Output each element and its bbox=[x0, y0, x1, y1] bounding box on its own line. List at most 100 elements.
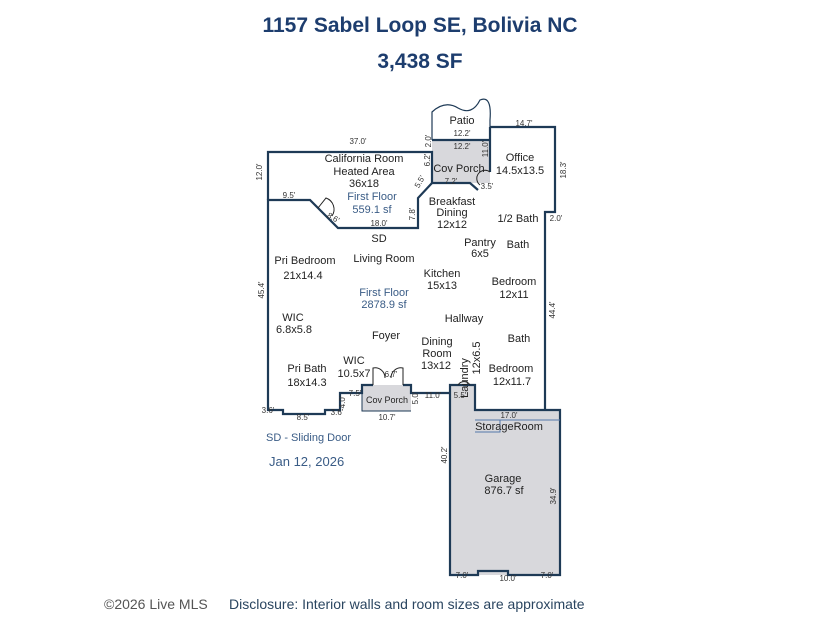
label-bedroom-2: Bedroom bbox=[489, 363, 534, 375]
label-laundry-size: 12x6.5 bbox=[471, 341, 483, 374]
label-first-floor-b: First Floor bbox=[359, 287, 409, 299]
label-patio: Patio bbox=[449, 115, 474, 127]
label-living-room: Living Room bbox=[353, 253, 414, 265]
dim: 2.0' bbox=[424, 134, 433, 147]
label-first-floor-a: First Floor bbox=[347, 191, 397, 203]
label-kitchen: Kitchen bbox=[424, 268, 461, 280]
label-hallway: Hallway bbox=[445, 313, 484, 325]
dim: 17.0' bbox=[500, 411, 518, 420]
dim: 6.7' bbox=[385, 370, 398, 379]
label-cov-porch-front: Cov Porch bbox=[366, 395, 408, 405]
dim: 3.6' bbox=[331, 408, 344, 417]
cov-porch-top-fill bbox=[432, 140, 490, 183]
label-laundry: Laundry bbox=[459, 358, 471, 398]
dimension-labels: 12.2' 12.2' 2.0' 14.7' 37.0' 6.2' 11.0' … bbox=[255, 119, 568, 583]
label-half-bath: 1/2 Bath bbox=[498, 213, 539, 225]
label-breakfast-dining: Dining bbox=[436, 207, 467, 219]
label-breakfast-size: 12x12 bbox=[437, 219, 467, 231]
label-wic-2: WIC bbox=[343, 355, 364, 367]
dim: 5.0' bbox=[411, 391, 420, 404]
dim: 18.0' bbox=[370, 219, 388, 228]
label-pri-bedroom: Pri Bedroom bbox=[274, 255, 335, 267]
plan-date: Jan 12, 2026 bbox=[269, 454, 344, 469]
label-sd: SD bbox=[371, 233, 386, 245]
label-bath-1: Bath bbox=[507, 239, 530, 251]
dim: 8.6' bbox=[326, 211, 342, 225]
label-bedroom-2-size: 12x11.7 bbox=[493, 376, 531, 388]
dim: 7.0' bbox=[541, 571, 554, 580]
label-heated-area: Heated Area bbox=[333, 166, 395, 178]
label-pri-bath: Pri Bath bbox=[287, 363, 326, 375]
dim: 4.0' bbox=[338, 395, 347, 408]
disclaimer: Disclosure: Interior walls and room size… bbox=[229, 596, 585, 612]
dim: 8.5' bbox=[297, 413, 310, 422]
dim: 45.4' bbox=[257, 281, 266, 299]
dim: 40.2' bbox=[440, 446, 449, 464]
room-labels: Patio Cov Porch California Room Heated A… bbox=[274, 115, 544, 497]
front-door-icon bbox=[372, 367, 404, 385]
dim: 14.7' bbox=[515, 119, 533, 128]
label-breakfast: Breakfast bbox=[429, 196, 475, 208]
dim: 5.5' bbox=[413, 174, 427, 190]
label-bedroom-1-size: 12x11 bbox=[499, 289, 528, 301]
sliding-door-legend: SD - Sliding Door bbox=[266, 432, 351, 444]
dim: 5.5' bbox=[454, 391, 467, 400]
label-kitchen-size: 15x13 bbox=[427, 280, 457, 292]
label-dining: Dining bbox=[421, 336, 452, 348]
dim: 2.0' bbox=[550, 214, 563, 223]
dim: 10.0' bbox=[499, 574, 517, 583]
label-office: Office bbox=[506, 152, 535, 164]
patio-outline bbox=[431, 98, 491, 140]
dim: 44.4' bbox=[548, 301, 557, 319]
dim: 3.6' bbox=[262, 406, 275, 415]
label-office-size: 14.5x13.5 bbox=[496, 165, 544, 177]
dim: 3.5' bbox=[481, 182, 494, 191]
label-bedroom-1: Bedroom bbox=[492, 276, 537, 288]
label-pantry: Pantry bbox=[464, 237, 496, 249]
label-california-size: 36x18 bbox=[349, 178, 379, 190]
label-california-room: California Room bbox=[325, 153, 404, 165]
garage-walls bbox=[448, 383, 562, 577]
dim: 12.2' bbox=[453, 142, 471, 151]
dim: 12.2' bbox=[453, 129, 471, 138]
main-walls bbox=[266, 182, 450, 416]
dim: 18.3' bbox=[559, 161, 568, 179]
porch-door-icon bbox=[476, 169, 491, 186]
label-storage-room: StorageRoom bbox=[475, 421, 543, 433]
dim: 12.0' bbox=[255, 163, 264, 181]
label-first-floor-a-sf: 559.1 sf bbox=[352, 204, 392, 216]
dim: 7.8' bbox=[408, 207, 417, 220]
label-pri-bedroom-size: 21x14.4 bbox=[283, 270, 322, 282]
label-wic-1-size: 6.8x5.8 bbox=[276, 324, 312, 336]
laundry-door-icon bbox=[457, 381, 471, 386]
label-garage-sf: 876.7 sf bbox=[484, 485, 524, 497]
label-pri-bath-size: 18x14.3 bbox=[287, 377, 326, 389]
label-wic-1: WIC bbox=[282, 312, 303, 324]
storage-room-walls bbox=[475, 419, 560, 433]
label-cov-porch-top: Cov Porch bbox=[433, 163, 484, 175]
dim: 37.0' bbox=[349, 137, 367, 146]
label-bath-2: Bath bbox=[508, 333, 531, 345]
cov-porch-front-fill bbox=[362, 385, 411, 411]
dim: 7.0' bbox=[456, 571, 469, 580]
label-dining-size: 13x12 bbox=[421, 360, 451, 372]
label-first-floor-b-sf: 2878.9 sf bbox=[361, 299, 407, 311]
label-wic-2-size: 10.5x7 bbox=[337, 368, 370, 380]
dim: 11.0' bbox=[481, 140, 490, 157]
upper-walls bbox=[266, 125, 557, 410]
copyright-watermark: ©2026 Live MLS bbox=[104, 596, 208, 612]
label-pantry-size: 6x5 bbox=[471, 248, 489, 260]
address-title: 1157 Sabel Loop SE, Bolivia NC bbox=[262, 14, 578, 37]
dim: 11.0' bbox=[425, 391, 442, 400]
label-dining-room: Room bbox=[422, 348, 451, 360]
door-swing-icon bbox=[317, 197, 335, 217]
total-square-feet: 3,438 SF bbox=[377, 50, 463, 73]
dim: 7.2' bbox=[445, 177, 458, 186]
dim: 7.5' bbox=[349, 389, 362, 398]
dim: 34.9' bbox=[549, 487, 558, 505]
label-garage: Garage bbox=[485, 473, 522, 485]
dim: 10.7' bbox=[378, 413, 396, 422]
dim: 9.5' bbox=[283, 191, 296, 200]
